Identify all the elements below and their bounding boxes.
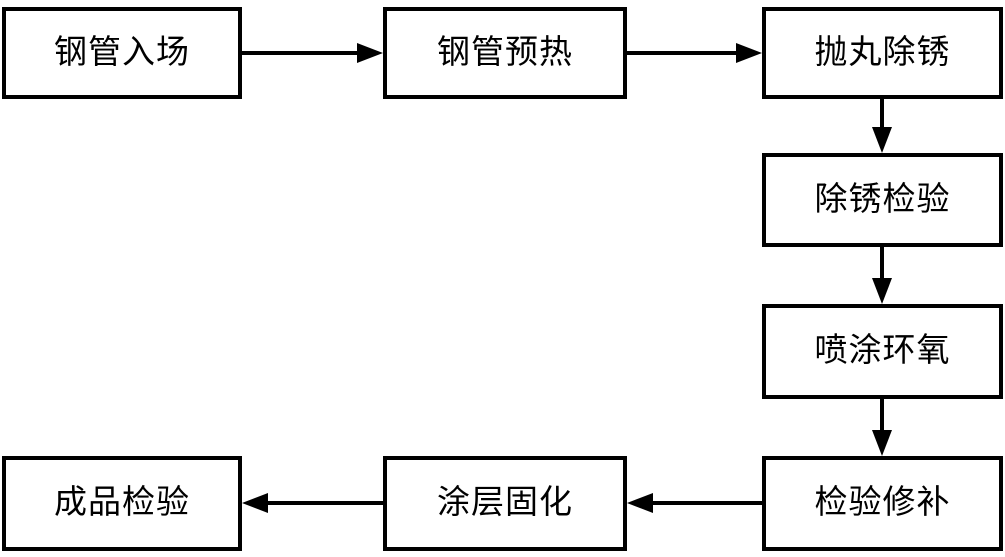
node-label: 钢管预热 [437, 34, 573, 71]
node-derusting-inspection: 除锈检验 [762, 153, 1003, 247]
arrow-shot-blasting-to-derust-inspection [872, 98, 892, 153]
node-steel-pipe-preheating: 钢管预热 [383, 7, 627, 99]
node-coating-curing: 涂层固化 [383, 456, 627, 551]
arrow-inspection-repair-to-coating-cure [627, 493, 762, 513]
node-finished-product-inspection: 成品检验 [2, 456, 242, 551]
node-epoxy-spraying: 喷涂环氧 [762, 304, 1003, 399]
arrow-pipe-arrival-to-preheat [242, 43, 383, 63]
node-label: 抛丸除锈 [814, 34, 951, 71]
node-label: 涂层固化 [437, 485, 573, 521]
node-label: 喷涂环氧 [814, 333, 951, 369]
node-label: 钢管入场 [54, 34, 190, 71]
arrow-coating-cure-to-final-inspection [242, 493, 383, 513]
node-label: 检验修补 [814, 485, 951, 521]
node-label: 成品检验 [54, 485, 190, 521]
arrow-preheat-to-shot-blasting [627, 43, 762, 63]
node-inspection-and-repair: 检验修补 [762, 456, 1003, 551]
node-steel-pipe-arrival: 钢管入场 [2, 7, 242, 99]
arrow-epoxy-spray-to-inspection-repair [872, 399, 892, 456]
arrow-derust-inspection-to-epoxy-spray [872, 247, 892, 304]
node-label: 除锈检验 [814, 181, 951, 218]
node-shot-blasting-derusting: 抛丸除锈 [762, 7, 1003, 99]
